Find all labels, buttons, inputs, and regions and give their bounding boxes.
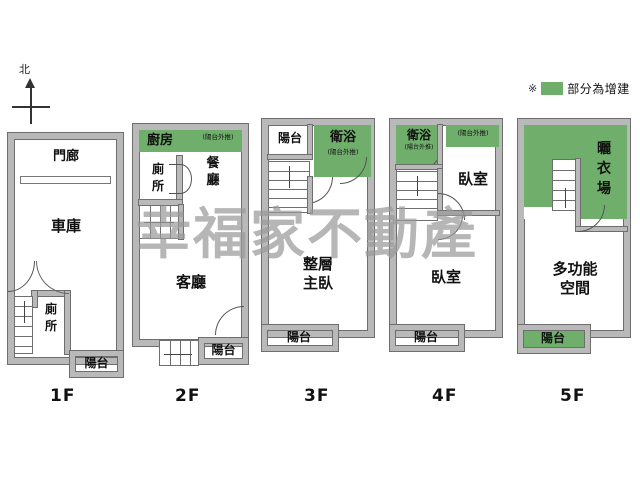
f5-dry-label-b: 衣: [597, 161, 611, 177]
f3-staircase: [268, 161, 310, 213]
f3-master-label-a: 整層: [302, 255, 333, 273]
f4-mid-wall: [438, 169, 442, 215]
legend: ※ 部分為增建: [528, 80, 630, 97]
f4-bath-note: (陽台外推): [404, 144, 434, 151]
f1-porch-window: [20, 176, 111, 184]
f5-dry-label-a: 曬: [597, 141, 611, 157]
f2-balcony: [199, 338, 248, 364]
f5-staircase: [552, 159, 578, 211]
f2-dining-label-b: 廳: [206, 173, 220, 188]
north-crossbar: [12, 106, 50, 108]
legend-text: 部分為增建: [567, 82, 630, 96]
f2-balcony-label: 陽台: [211, 343, 236, 357]
f3-balcony-wall-right: [308, 125, 312, 159]
f4-bath-wall-bottom: [396, 165, 442, 169]
f5-stair-wall: [576, 159, 580, 231]
f4-floor-tag: 4F: [432, 386, 458, 406]
f2-dining-label-a: 餐: [206, 156, 220, 171]
f5-multi-label-b: 空間: [559, 279, 590, 297]
f3-stair-wall: [308, 177, 312, 213]
f5-floor-tag: 5F: [560, 386, 586, 406]
f3-bath-label: 衛浴: [329, 130, 356, 145]
f1-toilet-wall-left: [32, 291, 37, 307]
f5-dry-label-c: 場: [597, 181, 611, 197]
f1-balcony-label: 陽台: [84, 356, 109, 370]
f1-garage-label: 車庫: [50, 217, 81, 235]
north-arrow-icon: 北: [10, 64, 54, 126]
f2-kitchen-note: (陽台外推): [202, 133, 234, 141]
f1-floor-tag: 1F: [50, 386, 76, 406]
legend-color-swatch: [541, 82, 564, 95]
f1-staircase: [14, 296, 33, 354]
f2-kitchen: [139, 130, 242, 152]
f2-kitchen-label: 廚房: [146, 133, 173, 148]
f3-balcony-bottom-label: 陽台: [286, 330, 311, 344]
f2-toilet-wall-bottom: [139, 200, 182, 205]
f2-toilet-label-b: 所: [151, 179, 164, 193]
f4-bath-wall-right: [438, 125, 442, 169]
f1-balcony: [70, 351, 123, 377]
f3-balcony-bottom: [262, 325, 338, 351]
f1-toilet-label-a: 廁: [44, 302, 57, 316]
f4-bed-lower-label: 臥室: [430, 268, 461, 286]
f3-balcony-top-label: 陽台: [277, 131, 302, 145]
f2-stair-wall: [179, 205, 183, 239]
north-stem: [30, 82, 32, 124]
f5-room-divider: [576, 227, 627, 231]
f2-lower-staircase: [159, 340, 199, 366]
f4-room-divider: [438, 211, 499, 215]
f1-toilet-label-b: 所: [44, 319, 57, 333]
f2-staircase: [139, 205, 183, 239]
f5-balcony: [518, 325, 590, 353]
f4-balcony: [390, 325, 464, 351]
f2-toilet-label-a: 廁: [151, 162, 164, 176]
f3-floor-tag: 3F: [304, 386, 330, 406]
legend-marker-icon: ※: [528, 82, 538, 95]
f4-bed-upper-label: 臥室: [457, 170, 488, 188]
f3-bath-note: (陽台外推): [327, 148, 359, 156]
f1-toilet-wall-top: [32, 291, 70, 296]
f2-toilet-door-arc: [169, 164, 192, 194]
f4-balcony-label: 陽台: [413, 330, 438, 344]
f3-balcony-wall-bottom: [268, 155, 312, 159]
f3-master-label-b: 主臥: [302, 274, 333, 292]
f1-porch-label: 門廊: [52, 149, 79, 164]
f5-balcony-label: 陽台: [540, 331, 565, 345]
f4-staircase: [396, 171, 438, 221]
f2-floor-tag: 2F: [175, 386, 201, 406]
f4-bath-label: 衛浴: [406, 128, 431, 142]
north-label: 北: [19, 63, 30, 76]
f2-living-label: 客廳: [175, 273, 206, 291]
f1-toilet-wall-right: [65, 291, 70, 354]
f4-upper-balcony-extension: [446, 125, 499, 147]
f4-upper-note: (陽台外推): [457, 129, 489, 137]
f5-multi-label-a: 多功能: [552, 260, 598, 278]
